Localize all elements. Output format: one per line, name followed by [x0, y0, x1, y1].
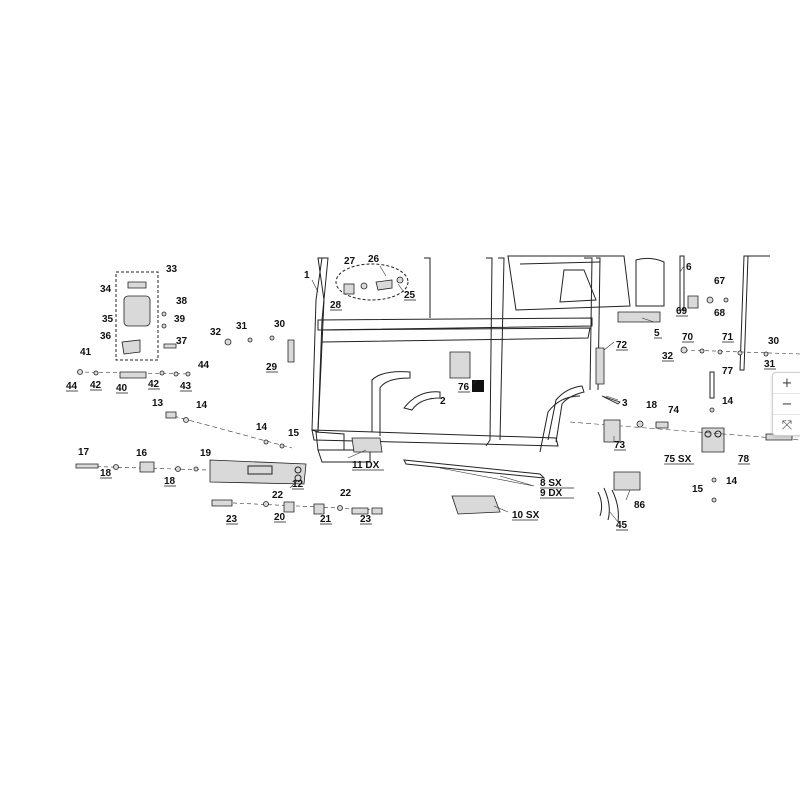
zoom-in-button[interactable]: +: [773, 373, 800, 394]
label-21: 21: [320, 514, 332, 525]
part-labels: 1 2 3 5 6 8 SX 9 DX 10 SX 11 DX 12 13 14…: [66, 254, 794, 531]
label-77: 77: [722, 366, 734, 377]
label-14b: 14: [256, 422, 268, 433]
label-27: 27: [344, 256, 356, 267]
label-44b: 44: [198, 360, 210, 371]
label-29: 29: [266, 362, 278, 373]
label-6: 6: [686, 262, 692, 273]
label-28: 28: [330, 300, 342, 311]
label-8: 8 SX: [540, 478, 562, 489]
fullscreen-icon: ⤧: [781, 417, 793, 433]
label-18c: 18: [646, 400, 658, 411]
label-73: 73: [614, 440, 626, 451]
label-37: 37: [176, 336, 188, 347]
label-31a: 31: [236, 321, 248, 332]
label-69: 69: [676, 306, 688, 317]
label-32a: 32: [210, 327, 222, 338]
label-12: 12: [292, 479, 304, 490]
label-19: 19: [200, 448, 212, 459]
minus-icon: −: [781, 396, 793, 412]
label-3: 3: [622, 398, 628, 409]
label-33: 33: [166, 264, 178, 275]
label-15a: 15: [288, 428, 300, 439]
leader-lines: [289, 265, 685, 523]
label-25: 25: [404, 290, 416, 301]
reservoir-assembly: [77, 271, 295, 379]
floor-panels: [403, 459, 546, 515]
label-14d: 14: [726, 476, 738, 487]
label-1: 1: [304, 270, 310, 281]
label-42a: 42: [90, 380, 102, 391]
left-lower-hardware: [75, 411, 383, 515]
label-32b: 32: [662, 351, 674, 362]
label-2: 2: [440, 396, 446, 407]
label-45: 45: [616, 520, 628, 531]
label-30a: 30: [274, 319, 286, 330]
label-68: 68: [714, 308, 726, 319]
label-43: 43: [180, 381, 192, 392]
label-78: 78: [738, 454, 750, 465]
label-76: 76: [458, 382, 470, 393]
label-86: 86: [634, 500, 646, 511]
label-35: 35: [102, 314, 114, 325]
label-34: 34: [100, 284, 112, 295]
label-14a: 14: [196, 400, 208, 411]
label-23a: 23: [226, 514, 238, 525]
label-20: 20: [274, 512, 286, 523]
top-hardware-cluster: [335, 263, 800, 392]
label-underlines: [66, 299, 776, 531]
label-23b: 23: [360, 514, 372, 525]
label-36: 36: [100, 331, 112, 342]
label-71: 71: [722, 332, 734, 343]
cab-frame: [311, 255, 770, 463]
label-10: 10 SX: [512, 510, 540, 521]
label-74: 74: [668, 405, 680, 416]
label-38: 38: [176, 296, 188, 307]
label-11: 11 DX: [352, 460, 380, 471]
label-41: 41: [80, 347, 92, 358]
label-17: 17: [78, 447, 90, 458]
label-18a: 18: [100, 468, 112, 479]
zoom-controls: + − ⤧: [772, 372, 800, 436]
label-15b: 15: [692, 484, 704, 495]
label-39: 39: [174, 314, 186, 325]
label-70: 70: [682, 332, 694, 343]
label-16: 16: [136, 448, 148, 459]
label-67: 67: [714, 276, 726, 287]
label-42b: 42: [148, 379, 160, 390]
right-hinge-assembly: [569, 371, 800, 523]
label-22b: 22: [340, 488, 352, 499]
label-31b: 31: [764, 359, 776, 370]
label-44a: 44: [66, 381, 78, 392]
label-26: 26: [368, 254, 380, 265]
label-18b: 18: [164, 476, 176, 487]
label-9: 9 DX: [540, 488, 563, 499]
label-30b: 30: [768, 336, 780, 347]
zoom-out-button[interactable]: −: [773, 394, 800, 415]
reset-view-button[interactable]: ⤧: [773, 415, 800, 435]
label-5: 5: [654, 328, 660, 339]
label-22a: 22: [272, 490, 284, 501]
label-40: 40: [116, 383, 128, 394]
label-75: 75 SX: [664, 454, 692, 465]
label-13: 13: [152, 398, 164, 409]
label-14c: 14: [722, 396, 734, 407]
label-72: 72: [616, 340, 628, 351]
plus-icon: +: [781, 375, 793, 391]
